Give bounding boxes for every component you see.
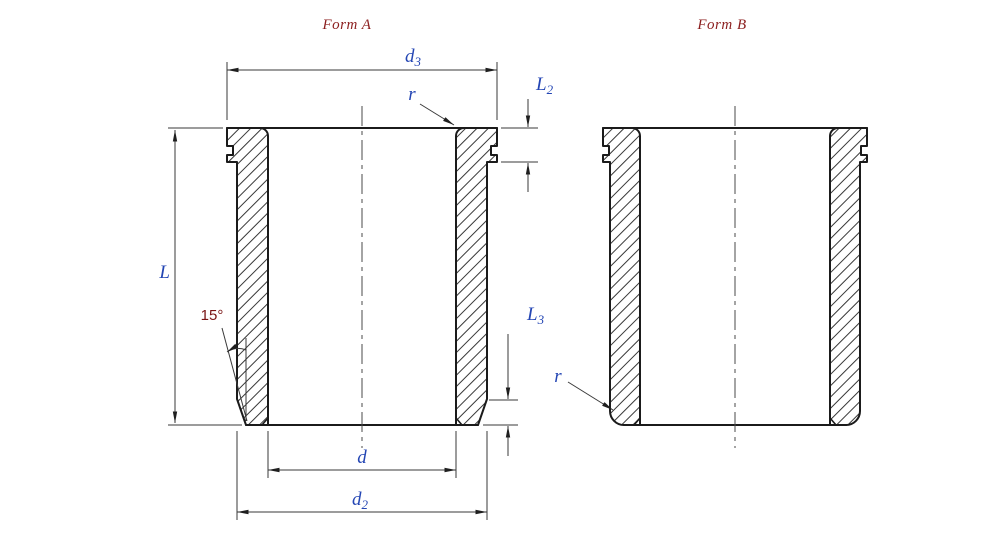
- angle-arc: [226, 343, 247, 353]
- dimension-r-top: r: [408, 84, 455, 126]
- form-a-right-wall-section: [455, 127, 498, 426]
- form-a-bore-chamfer-right: [455, 417, 463, 426]
- form-a-view: [226, 106, 498, 448]
- l2-label: L2: [535, 74, 554, 97]
- form-a-bore-chamfer-left: [261, 417, 269, 426]
- form-a-left-wall-section: [226, 127, 269, 426]
- dimension-r-bottom: r: [554, 366, 614, 411]
- d3-label: d3: [405, 46, 422, 69]
- d-label: d: [357, 447, 367, 468]
- dimension-d: d: [267, 431, 457, 478]
- dimension-l2: L2: [501, 74, 554, 192]
- leader-line: [419, 103, 455, 126]
- form-b-left-wall-section: [602, 127, 641, 426]
- form-b-bore-chamfer-left: [633, 417, 641, 426]
- r-top-label: r: [408, 84, 416, 105]
- l3-label: L3: [526, 304, 545, 327]
- taper-construction-line: [221, 327, 248, 422]
- form-b-right-wall-section: [829, 127, 868, 426]
- leader-line: [567, 381, 614, 411]
- dimension-l3: L3: [483, 304, 545, 456]
- r-bottom-label: r: [554, 366, 562, 387]
- l-label: L: [158, 262, 170, 283]
- form-a-title: Form A: [322, 17, 372, 33]
- form-b-bore-chamfer-right: [829, 417, 837, 426]
- form-b-title: Form B: [696, 17, 746, 33]
- dimension-taper-angle: 15°: [201, 307, 248, 422]
- dimension-l: L: [158, 127, 242, 426]
- dimension-d2: d2: [236, 431, 488, 520]
- d2-label: d2: [352, 489, 369, 512]
- dimension-d3: d3: [226, 46, 498, 120]
- form-b-view: [602, 106, 868, 448]
- taper-angle-label: 15°: [201, 307, 224, 324]
